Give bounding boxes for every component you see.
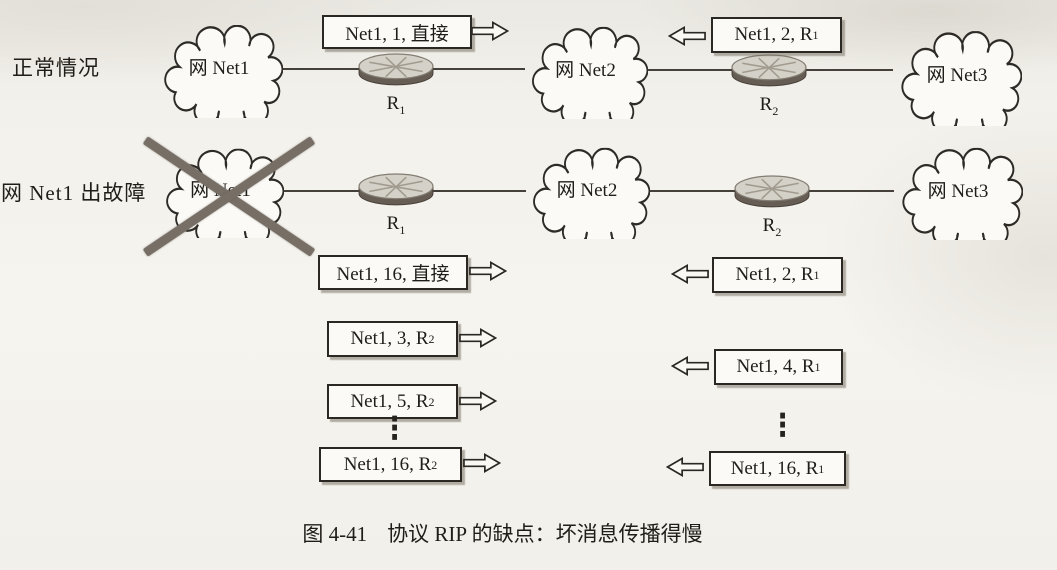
scenario-normal-label: 正常情况 [12,56,100,80]
router-r1-normal [357,52,435,91]
msg-text: Net1, 3, R [350,328,429,349]
router-r2-failure [733,174,811,213]
arrow-right-icon [459,390,497,412]
vertical-ellipsis-left: ⋮ [381,410,408,447]
arrow-right-icon [459,327,497,349]
router-name: R [759,94,773,115]
arrow-right-icon [469,260,507,282]
router-sub: 2 [775,224,782,239]
router-icon [357,52,435,91]
msg-text: Net1, 5, R [350,390,429,412]
router-name: R [762,215,776,236]
msg-text: Net1, 16, 直接 [336,264,450,285]
msg-text: Net1, 16, R [343,453,432,475]
scenario-failure-label: 网 Net1 出故障 [1,181,147,205]
msg-text: Net1, 2, R [734,24,813,45]
router-name: R [386,213,400,234]
router-r1-normal-label: R1 [357,93,435,117]
router-r1-failure-label: R1 [357,213,435,237]
cloud-net3-label: 网 Net3 [926,64,988,86]
router-r2-normal [730,53,808,92]
router-icon [730,53,808,92]
arrow-left-icon [671,355,709,377]
router-sub: 2 [772,103,779,118]
cloud-net2-failure: 网 Net2 [524,141,650,239]
cloud-net2-normal: 网 Net2 [523,20,648,119]
router-sub: 1 [399,102,406,117]
msg-normal-from-r1: Net1, 1, 直接 [322,15,472,49]
msg-text: Net1, 16, R [730,457,819,479]
router-icon [357,172,435,211]
figure-caption: 图 4-41 协议 RIP 的缺点：坏消息传播得慢 [0,518,1005,548]
arrow-left-icon [668,25,706,47]
figure-caption-text: 协议 RIP 的缺点：坏消息传播得慢 [387,522,703,546]
arrow-left-icon [666,456,704,478]
arrow-right-icon [463,452,501,474]
figure-number: 图 4-41 [302,522,368,546]
router-r2-failure-label: R2 [733,215,811,239]
cloud-net3-label: 网 Net3 [927,180,989,202]
router-name: R [386,93,400,114]
cloud-net1-label: 网 Net1 [188,57,250,79]
cloud-net1-normal: 网 Net1 [155,18,283,118]
arrow-right-icon [471,20,509,42]
router-sub: 1 [399,222,406,237]
cloud-net2-label: 网 Net2 [556,179,618,201]
cloud-net2-label: 网 Net2 [555,59,616,81]
router-icon [733,174,811,213]
msg-text: Net1, 1, 直接 [345,23,449,45]
msg-text: Net1, 4, R [736,356,815,377]
router-r1-failure [357,172,435,211]
msg-text: Net1, 2, R [735,264,814,285]
cloud-net3-normal: 网 Net3 [892,24,1022,126]
vertical-ellipsis-right: ⋮ [769,407,796,444]
router-r2-normal-label: R2 [730,94,808,118]
msg-failure-r1-0: Net1, 16, 直接 [318,255,468,290]
arrow-left-icon [671,263,709,285]
cloud-net3-failure: 网 Net3 [893,141,1023,240]
